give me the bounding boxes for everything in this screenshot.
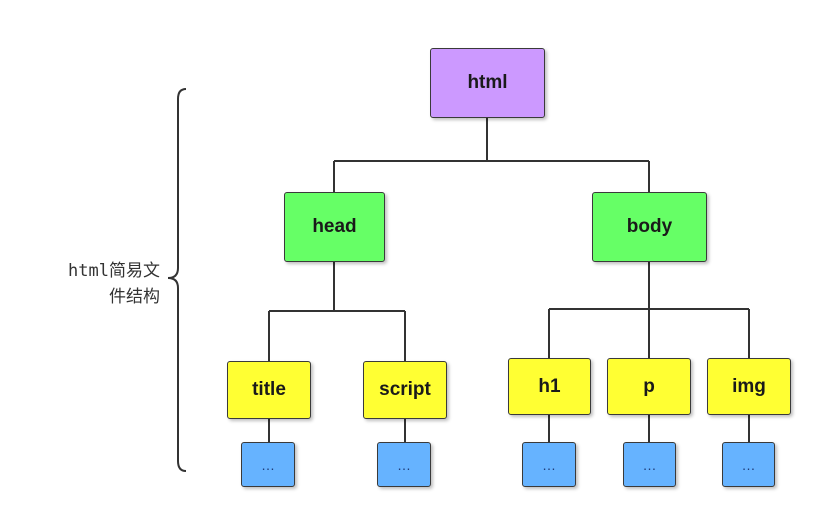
side-label-line-1: html简易文: [68, 261, 160, 281]
curly-brace: [167, 88, 187, 472]
node-p: p: [607, 358, 691, 415]
leaf-h1: …: [522, 442, 576, 487]
node-script: script: [363, 361, 447, 419]
leaf-img: …: [722, 442, 775, 487]
diagram-side-label: html简易文 件结构: [40, 258, 160, 310]
node-body: body: [592, 192, 707, 262]
leaf-p: …: [623, 442, 676, 487]
leaf-script: …: [377, 442, 431, 487]
node-head: head: [284, 192, 385, 262]
side-label-line-2: 件结构: [109, 287, 160, 307]
node-title: title: [227, 361, 311, 419]
leaf-title: …: [241, 442, 295, 487]
node-html: html: [430, 48, 545, 118]
node-h1: h1: [508, 358, 591, 415]
node-img: img: [707, 358, 791, 415]
